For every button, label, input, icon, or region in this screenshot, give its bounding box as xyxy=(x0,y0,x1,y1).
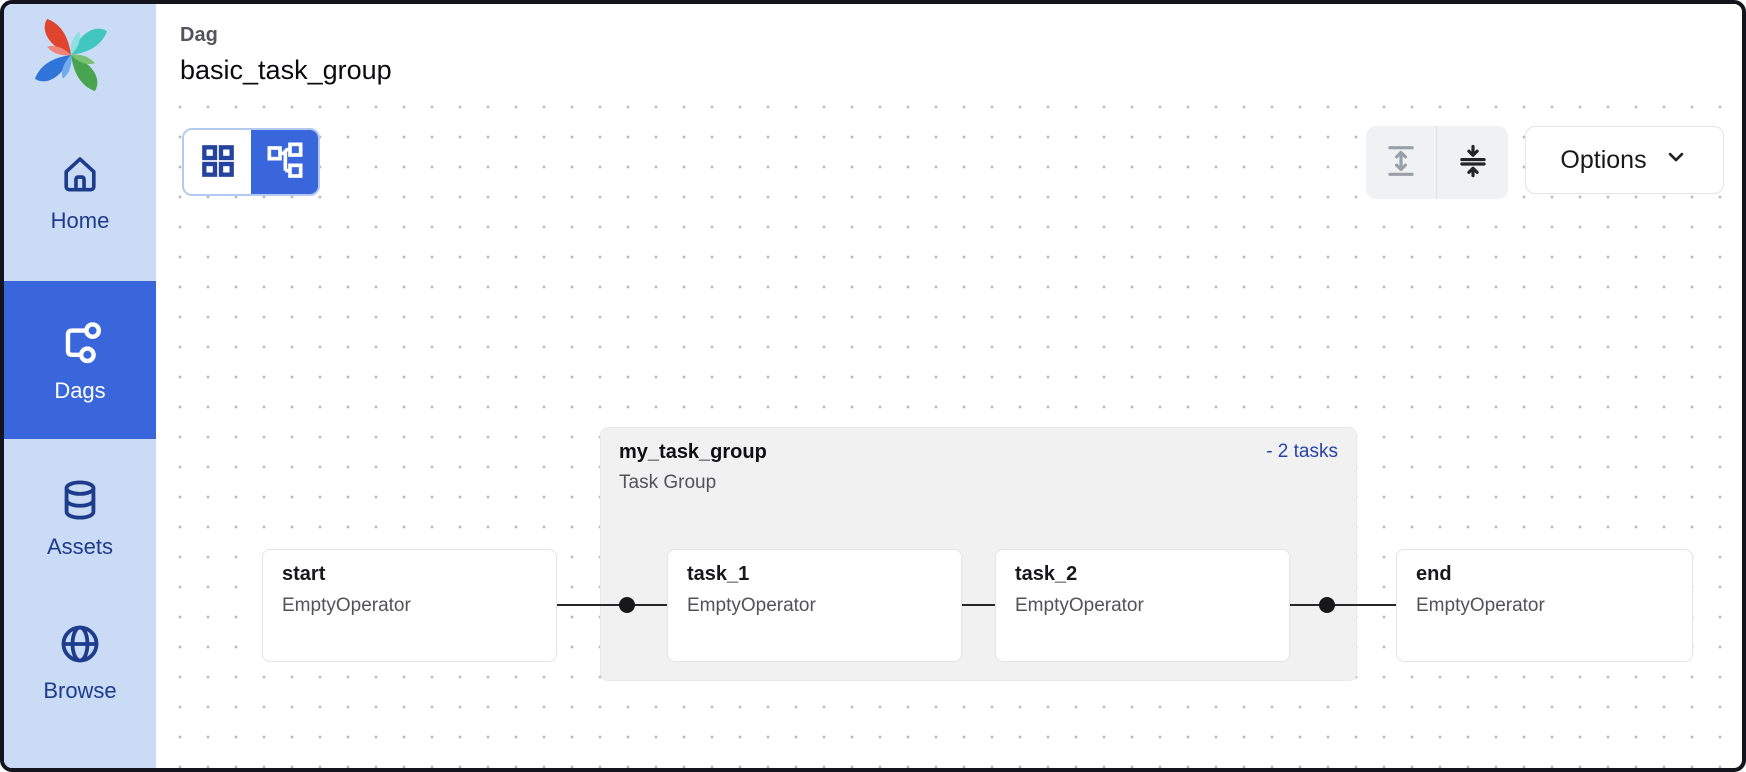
view-toggle-group xyxy=(182,128,320,196)
task-group-header: my_task_group - 2 tasks xyxy=(619,441,1338,464)
task-node-title: start xyxy=(282,563,326,585)
sidebar-item-label: Dags xyxy=(54,377,106,403)
task-node-task-2[interactable]: task_2 EmptyOperator xyxy=(995,549,1290,662)
graph-view-button[interactable] xyxy=(251,130,318,194)
sidebar-item-label: Browse xyxy=(43,677,117,703)
expand-collapse-group xyxy=(1366,126,1508,199)
sidebar-item-label: Home xyxy=(50,207,110,233)
task-node-title: end xyxy=(1416,563,1452,585)
expand-vertical-icon xyxy=(1382,142,1420,183)
task-node-operator: EmptyOperator xyxy=(687,595,816,616)
task-node-operator: EmptyOperator xyxy=(282,595,411,616)
sidebar: Home Dags xyxy=(4,4,156,768)
task-node-task-1[interactable]: task_1 EmptyOperator xyxy=(667,549,962,662)
collapse-all-button[interactable] xyxy=(1437,126,1508,199)
task-node-title: task_2 xyxy=(1015,563,1078,585)
page-title: basic_task_group xyxy=(180,55,392,85)
task-node-end[interactable]: end EmptyOperator xyxy=(1396,549,1693,662)
graph-view-icon xyxy=(265,141,305,184)
sidebar-item-assets[interactable]: Assets xyxy=(4,455,156,579)
sidebar-nav: Home Dags xyxy=(4,101,156,723)
task-group-subtitle: Task Group xyxy=(619,472,717,493)
options-button-label: Options xyxy=(1560,145,1647,174)
edge-start-to-group xyxy=(557,604,667,606)
task-node-title: task_1 xyxy=(687,563,750,585)
airflow-pinwheel-icon xyxy=(34,18,108,92)
task-group-collapse-link[interactable]: - 2 tasks xyxy=(1266,441,1338,462)
sidebar-item-home[interactable]: Home xyxy=(4,129,156,253)
chevron-down-icon xyxy=(1663,144,1689,177)
page-eyebrow: Dag xyxy=(180,24,218,46)
main-content: Dag basic_task_group xyxy=(156,4,1742,768)
edge-task1-to-task2 xyxy=(962,604,995,606)
sidebar-item-dags[interactable]: Dags xyxy=(4,281,156,439)
group-output-junction-dot xyxy=(1319,597,1335,613)
grid-view-icon xyxy=(198,141,238,184)
home-icon xyxy=(57,151,103,197)
task-node-start[interactable]: start EmptyOperator xyxy=(262,549,557,662)
options-button[interactable]: Options xyxy=(1525,126,1724,194)
expand-all-button[interactable] xyxy=(1366,126,1437,199)
dag-graph-canvas[interactable]: Options my_task_group - 2 tasks Task Gro… xyxy=(156,104,1742,768)
task-group-name: my_task_group xyxy=(619,441,767,463)
task-node-operator: EmptyOperator xyxy=(1416,595,1545,616)
globe-icon xyxy=(57,621,103,667)
airflow-logo[interactable] xyxy=(4,4,156,101)
collapse-vertical-icon xyxy=(1454,142,1492,183)
dags-icon xyxy=(56,319,104,367)
task-node-operator: EmptyOperator xyxy=(1015,595,1144,616)
group-input-junction-dot xyxy=(619,597,635,613)
sidebar-item-label: Assets xyxy=(46,533,114,559)
database-icon xyxy=(57,477,103,523)
page-header: Dag basic_task_group xyxy=(156,4,1742,104)
edge-group-to-end xyxy=(1290,604,1396,606)
grid-view-button[interactable] xyxy=(184,130,251,194)
sidebar-item-browse[interactable]: Browse xyxy=(4,599,156,723)
